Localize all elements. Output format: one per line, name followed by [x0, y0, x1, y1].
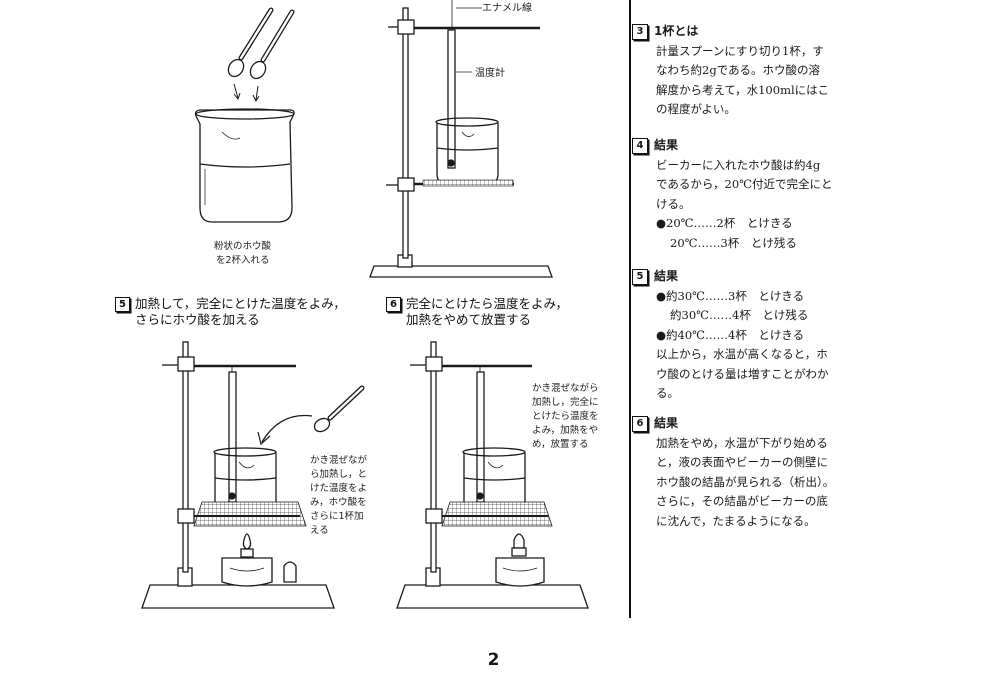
spoon-icon [249, 9, 295, 80]
caption-text: み，ホウ酸を [310, 496, 367, 508]
note-3: 3 1杯とは 計量スプーンにすり切り1杯，す なわち約2gである。ホウ酸の溶 解度… [632, 22, 876, 120]
note-line: ウ酸のとける量は増すことがわか [656, 366, 829, 381]
caption-text: さらに1杯加 [310, 510, 364, 522]
step-6-line2: 加熱をやめて放置する [406, 312, 532, 327]
note-line: ホウ酸の結晶が見られる（析出）。 [656, 474, 835, 489]
caption-text: ら加熱し，と [310, 468, 367, 480]
label-enamel-wire: エナメル線 [482, 1, 532, 14]
caption-text: を2杯入れる [216, 254, 270, 266]
caption-text: とけたら温度を [532, 410, 599, 422]
note-title: 1杯とは [654, 24, 699, 38]
alcohol-lamp-icon [495, 533, 545, 587]
alcohol-lamp-icon [221, 533, 273, 587]
caption-text: かき混ぜなが [310, 454, 368, 466]
page-number: 2 [487, 650, 500, 670]
note-4: 4 結果 ビーカーに入れたホウ酸は約4g であるから，20℃付近で完全にと ける。… [632, 136, 876, 253]
figure-step6-apparatus: かき混ぜながら 加熱し，完全に とけたら温度を よみ，加熱をや め，放置する [396, 341, 599, 609]
step-number-box: 6 [386, 297, 401, 312]
spoon-icon [313, 385, 365, 433]
figure-step5-apparatus: かき混ぜなが ら加熱し，と けた温度をよ み，ホウ酸を さらに1杯加 える [141, 341, 368, 609]
note-4-heading: 4 結果 [632, 136, 876, 156]
note-line: ●約30℃……3杯 とけきる [656, 288, 805, 303]
note-3-heading: 3 1杯とは [632, 22, 876, 42]
beaker-icon [194, 108, 295, 223]
note-line: ビーカーに入れたホウ酸は約4g [656, 157, 821, 172]
caption-text: め，放置する [532, 438, 589, 450]
arrow-down-icon [233, 83, 260, 103]
note-title: 結果 [654, 138, 679, 152]
note-line: ける。 [656, 196, 691, 211]
note-line: 約30℃……4杯 とけ残る [670, 308, 809, 322]
caption-text: 粉状のホウ酸 [214, 240, 272, 252]
note-line: 計量スプーンにすり切り1杯，す [656, 43, 824, 58]
caption-text: よみ，加熱をや [532, 424, 598, 436]
step-5-line1: 加熱して，完全にとけた温度をよみ， [135, 296, 346, 311]
note-line: に沈んで，たまるようになる。 [656, 513, 816, 528]
note-line: 加熱をやめ，水温が下がり始める [656, 435, 828, 450]
step-5-heading: 5 加熱して，完全にとけた温度をよみ， さらにホウ酸を加える [115, 296, 346, 328]
note-5: 5 結果 ●約30℃……3杯 とけきる 約30℃……4杯 とけ残る ●約40℃……… [632, 267, 876, 404]
note-title: 結果 [654, 416, 679, 430]
figure-spoons-beaker: 粉状のホウ酸 を2杯入れる [194, 7, 295, 266]
column-divider [629, 0, 631, 618]
note-line: ●約40℃……4杯 とけきる [656, 327, 805, 342]
note-number-box: 3 [632, 24, 648, 40]
step-number-box: 5 [115, 297, 130, 312]
caption-text: 加熱し，完全に [532, 396, 599, 408]
caption-text: かき混ぜながら [532, 382, 599, 394]
note-line: 以上から，水温が高くなると，ホ [656, 347, 828, 361]
note-number-box: 6 [632, 416, 648, 432]
note-number-box: 4 [632, 138, 648, 154]
note-title: 結果 [654, 269, 679, 283]
note-number-box: 5 [632, 269, 648, 285]
curved-arrow-icon [257, 414, 313, 446]
note-5-heading: 5 結果 [632, 267, 876, 287]
note-line: であるから，20℃付近で完全にと [656, 177, 833, 191]
note-line: と，液の表面やビーカーの側壁に [656, 455, 829, 469]
caption-text: けた温度をよ [310, 482, 367, 494]
note-line: ●20℃……2杯 とけきる [656, 216, 793, 230]
note-6-heading: 6 結果 [632, 414, 876, 434]
spoon-icon [227, 7, 274, 78]
step-6-heading: 6 完全にとけたら温度をよみ， 加熱をやめて放置する [386, 296, 568, 328]
note-line: なわち約2gである。ホウ酸の溶 [656, 63, 821, 77]
step-5-line2: さらにホウ酸を加える [135, 312, 260, 327]
label-thermometer: 温度計 [475, 66, 505, 79]
note-line: る。 [656, 386, 679, 400]
caption-text: える [310, 525, 329, 536]
note-line: 解度から考えて，水100mlにはこ [656, 82, 830, 97]
note-line: さらに，その結晶がビーカーの底 [656, 494, 828, 508]
step-6-line1: 完全にとけたら温度をよみ， [406, 296, 569, 311]
note-6: 6 結果 加熱をやめ，水温が下がり始める と，液の表面やビーカーの側壁に ホウ酸の… [632, 414, 876, 531]
note-line: 20℃……3杯 とけ残る [670, 235, 797, 250]
note-line: の程度がよい。 [656, 102, 736, 116]
figure-stand-thermometer: エナメル線 温度計 [369, 0, 553, 278]
